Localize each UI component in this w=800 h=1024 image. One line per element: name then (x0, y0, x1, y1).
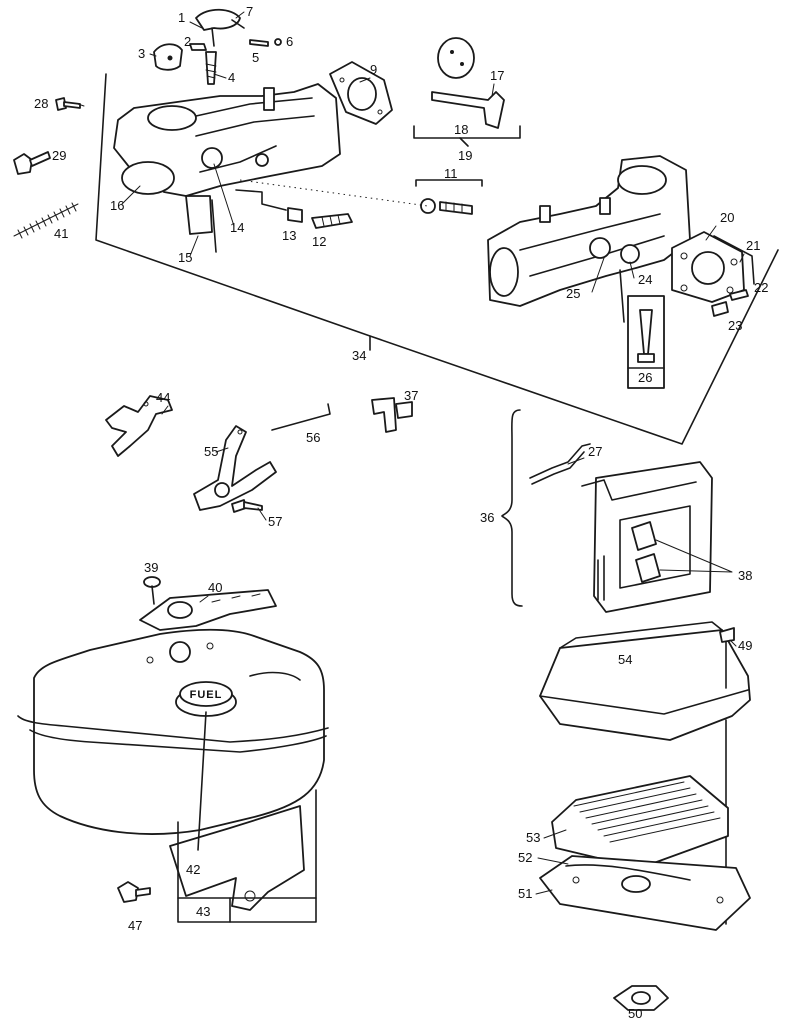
label-part-15: 15 (178, 250, 192, 265)
label-part-16: 16 (110, 198, 124, 213)
tank-bracket-part-43 (169, 789, 317, 923)
label-part-39: 39 (144, 560, 158, 575)
screw-part-57 (231, 499, 263, 513)
label-part-5: 5 (252, 50, 259, 65)
label-part-57: 57 (268, 514, 282, 529)
group-34-outline (95, 73, 779, 445)
gasket-part-40 (139, 589, 277, 631)
label-part-43: 43 (196, 904, 210, 919)
label-part-23: 23 (728, 318, 742, 333)
label-part-12: 12 (312, 234, 326, 249)
label-part-7: 7 (246, 4, 253, 19)
diaphragm-part-20 (671, 231, 745, 303)
label-part-18: 18 (454, 122, 468, 137)
label-part-24: 24 (638, 272, 652, 287)
label-part-37: 37 (404, 388, 418, 403)
label-part-47: 47 (128, 918, 142, 933)
needle-screw-part-12 (311, 213, 353, 229)
label-part-11: 11 (444, 166, 458, 181)
filter-cartridge-part-53 (551, 775, 729, 869)
gasket-part-52 (565, 864, 691, 881)
choke-shaft-part-18 (413, 91, 521, 147)
bolt-part-29 (13, 151, 51, 175)
label-part-9: 9 (370, 62, 377, 77)
label-part-19: 19 (458, 148, 472, 163)
label-part-22: 22 (754, 280, 768, 295)
label-part-52: 52 (518, 850, 532, 865)
bowl-nut-part-26 (627, 295, 665, 389)
label-part-17: 17 (490, 68, 504, 83)
fuel-cap-text: FUEL (190, 689, 223, 701)
label-part-13: 13 (282, 228, 296, 243)
label-part-2: 2 (184, 34, 191, 49)
label-part-6: 6 (286, 34, 293, 49)
screw-part-28 (55, 97, 81, 111)
air-cleaner-cover-part-54 (539, 621, 751, 741)
label-part-51: 51 (518, 886, 532, 901)
screw-part-23 (711, 301, 729, 317)
label-part-14: 14 (230, 220, 244, 235)
screw-part-2 (189, 43, 207, 51)
label-part-21: 21 (746, 238, 760, 253)
fuel-tank (17, 628, 329, 835)
label-part-41: 41 (54, 226, 68, 241)
label-part-34: 34 (352, 348, 366, 363)
screw-part-49 (719, 627, 735, 689)
spring-part-41 (13, 202, 79, 239)
screw-part-39 (143, 576, 161, 605)
label-part-53: 53 (526, 830, 540, 845)
label-part-25: 25 (566, 286, 580, 301)
label-part-4: 4 (228, 70, 235, 85)
bolt-part-47 (117, 881, 151, 903)
label-part-44: 44 (156, 390, 170, 405)
label-part-50: 50 (628, 1006, 642, 1021)
label-part-56: 56 (306, 430, 320, 445)
part-number-labels: 1 2 3 4 5 6 7 9 11 12 13 14 15 16 17 18 … (34, 4, 768, 1021)
screw-part-5-6 (249, 38, 282, 47)
gasket-part-21 (713, 235, 755, 285)
label-part-55: 55 (204, 444, 218, 459)
label-part-1: 1 (178, 10, 185, 25)
label-part-49: 49 (738, 638, 752, 653)
choke-plate-part-3 (153, 43, 183, 71)
throttle-shaft-part-1 (195, 8, 245, 47)
pin-part-22 (729, 289, 749, 301)
link-rod-part-56 (271, 403, 331, 431)
leader-line-42 (197, 711, 207, 851)
label-part-27: 27 (588, 444, 602, 459)
label-part-36: 36 (480, 510, 494, 525)
screw-assembly-part-11 (415, 179, 483, 215)
label-part-42: 42 (186, 862, 200, 877)
bracket-part-55 (193, 425, 277, 511)
governor-lever-part-44 (105, 395, 173, 457)
label-part-26: 26 (638, 370, 652, 385)
leader-lines (77, 11, 745, 895)
breather-wire-part-27 (529, 443, 591, 485)
label-part-28: 28 (34, 96, 48, 111)
bracket-part-37 (371, 397, 413, 433)
gasket-part-9 (329, 61, 393, 125)
choke-plate-part-17 (437, 37, 475, 79)
air-cleaner-body-part-36 (501, 409, 713, 613)
label-part-38: 38 (738, 568, 752, 583)
carburetor-body-lower (487, 155, 691, 323)
label-part-3: 3 (138, 46, 145, 61)
label-part-40: 40 (208, 580, 222, 595)
fuel-cap: FUEL (175, 681, 237, 717)
label-part-54: 54 (618, 652, 632, 667)
filter-base-part-51 (539, 855, 751, 931)
shaft-part-4 (205, 51, 217, 85)
carburetor-body-upper (113, 83, 341, 253)
spring-part-13 (287, 207, 303, 223)
label-part-20: 20 (720, 210, 734, 225)
label-part-29: 29 (52, 148, 66, 163)
gasket-part-50 (613, 985, 669, 1011)
